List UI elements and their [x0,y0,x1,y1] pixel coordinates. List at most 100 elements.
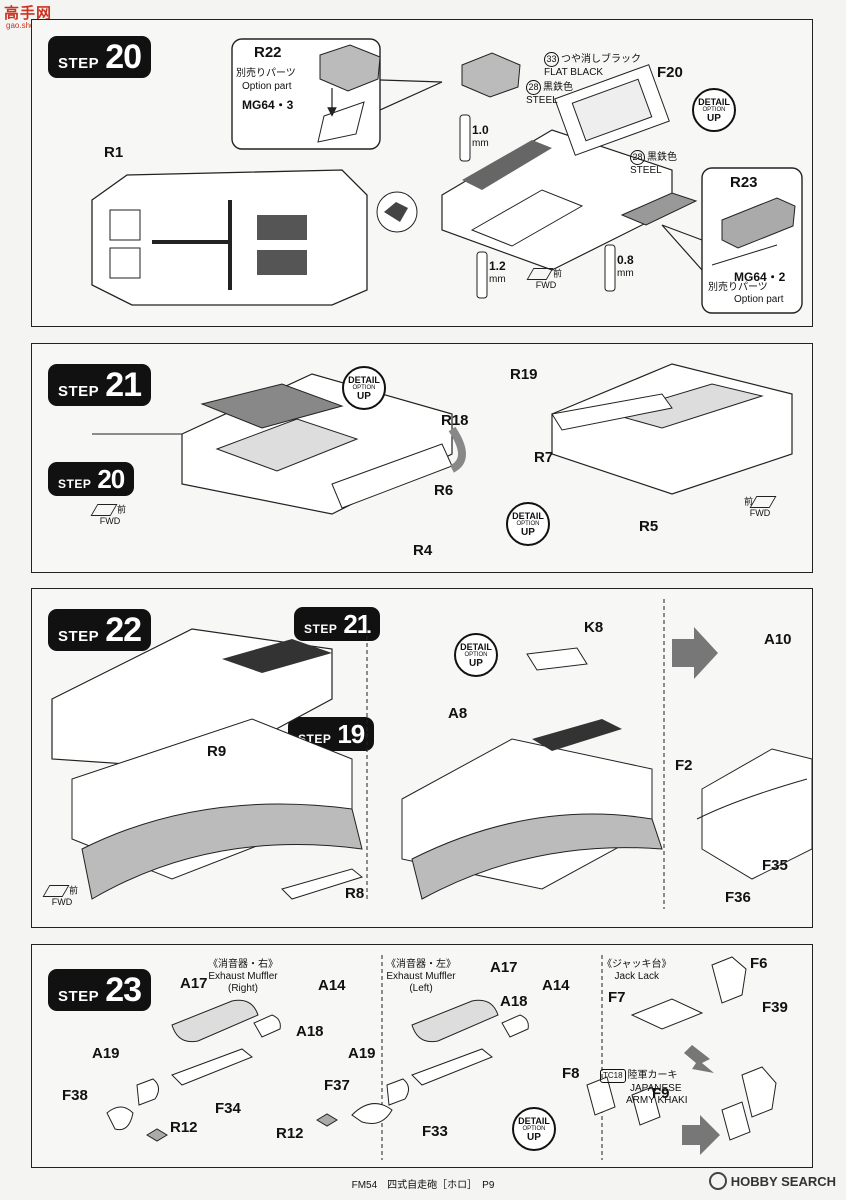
step-word: STEP [58,988,100,1005]
label-f33: F33 [422,1123,448,1140]
option-r23-jp: 別売りパーツ [708,282,768,293]
detail-up-badge: DETAIL OPTION UP [454,633,498,677]
detail-l2: OPTION [522,1125,546,1132]
paint-en2: ARMY KHAKI [626,1095,688,1106]
label-f2: F2 [675,757,693,774]
caption-jp: 《消音器・右》 [208,959,278,970]
step-number: 20 [105,38,142,76]
step-20-drawing [91,38,803,314]
paint-en: STEEL [630,165,662,176]
option-r22-part: MG64・3 [242,98,294,112]
jack-caption: 《ジャッキ台》 Jack Lack [602,959,672,983]
label-f35: F35 [762,857,788,874]
paint-jp: つや消しブラック [561,54,641,65]
fwd-indicator: 前 FWD [42,885,79,907]
label-f8: F8 [562,1065,580,1082]
label-r7: R7 [534,449,554,466]
label-r9: R9 [207,743,227,760]
label-a14: A14 [318,977,346,994]
detail-l2: OPTION [352,384,376,391]
paint-code: 33 [544,52,559,67]
label-r4: R4 [413,542,433,559]
paint-jp: 黒鉄色 [543,82,573,93]
label-a18-left: A18 [500,993,528,1010]
option-r22-en: Option part [242,81,292,92]
caption-en: Jack Lack [614,971,659,982]
step-word: STEP [58,628,100,645]
label-r8: R8 [345,885,365,902]
fwd-arrow-icon [90,504,118,516]
dim-unit: mm [489,274,506,285]
fwd-jp: 前 [744,496,754,507]
fwd-indicator: 前 FWD [90,504,126,526]
detail-l2: OPTION [702,106,726,113]
caption-jp: 《ジャッキ台》 [602,959,672,970]
label-r18: R18 [441,412,469,429]
label-r6: R6 [434,482,454,499]
option-r22-jp: 別売りパーツ [236,68,296,79]
step-20-badge: STEP 20 [48,36,152,78]
paint-jp: 黒鉄色 [647,152,677,163]
label-a17-left: A17 [490,959,518,976]
step-number: 21 [105,366,142,404]
fwd-indicator-2: 前 FWD [744,496,777,518]
step-22-panel: STEP 22 STEP 21 STEP 19 DETAIL OPTION UP… [31,588,813,928]
label-k8: K8 [584,619,604,636]
page-footer: FM54 四式自走砲［ホロ］ P9 [351,1180,495,1191]
detail-l1: DETAIL [460,641,492,652]
label-f36: F36 [725,889,751,906]
label-r12: R12 [170,1119,198,1136]
step-23-panel: STEP 23 《消音器・右》 Exhaust Muffler (Right) … [31,944,813,1168]
step-word: STEP [58,55,100,72]
step-20-panel: STEP 20 [31,19,813,327]
detail-l3: UP [469,657,483,669]
step-22-badge: STEP 22 [48,609,152,651]
paint-jp: 陸軍カーキ [627,1070,678,1081]
label-a18: A18 [296,1023,324,1040]
detail-up-badge-2: DETAIL OPTION UP [506,502,550,546]
option-r23-en: Option part [734,294,784,305]
fwd-en: FWD [51,897,73,907]
label-a17: A17 [180,975,208,992]
label-f37: F37 [324,1077,350,1094]
fwd-en: FWD [749,508,771,518]
detail-up-badge: DETAIL OPTION UP [692,88,736,132]
detail-l3: UP [707,112,721,124]
caption-en1: Exhaust Muffler [208,971,278,982]
label-r22: R22 [254,44,282,61]
caption-en2: (Left) [409,983,433,994]
dim-value: 1.2 [489,259,506,273]
detail-l2: OPTION [516,520,540,527]
step-word: STEP [58,383,100,400]
paint-code: TC18 [600,1069,626,1083]
fwd-indicator: 前 FWD [526,268,563,290]
hobby-search-watermark: HOBBY SEARCH [708,1172,836,1190]
paint-code: 28 [526,80,541,95]
paint-code: 28 [630,150,645,165]
label-r12-left: R12 [276,1125,304,1142]
caption-en1: Exhaust Muffler [386,971,456,982]
label-f9: F9 [652,1085,670,1102]
label-f6: F6 [750,955,768,972]
detail-l1: DETAIL [512,510,544,521]
step-word: STEP [58,477,92,491]
detail-l1: DETAIL [698,96,730,107]
fwd-jp: 前 [553,268,563,279]
fwd-en: FWD [99,516,121,526]
detail-l1: DETAIL [348,374,380,385]
label-a10: A10 [764,631,792,648]
fwd-jp: 前 [69,885,79,896]
fwd-en: FWD [535,280,557,290]
detail-l1: DETAIL [518,1115,550,1126]
detail-l3: UP [521,526,535,538]
watermark-text: 高手网 [4,4,53,22]
step-word: STEP [304,622,338,636]
detail-up-badge: DETAIL OPTION UP [512,1107,556,1151]
step-20-ref-badge: STEP 20 [48,462,135,496]
muffler-right-caption: 《消音器・右》 Exhaust Muffler (Right) [208,959,278,995]
